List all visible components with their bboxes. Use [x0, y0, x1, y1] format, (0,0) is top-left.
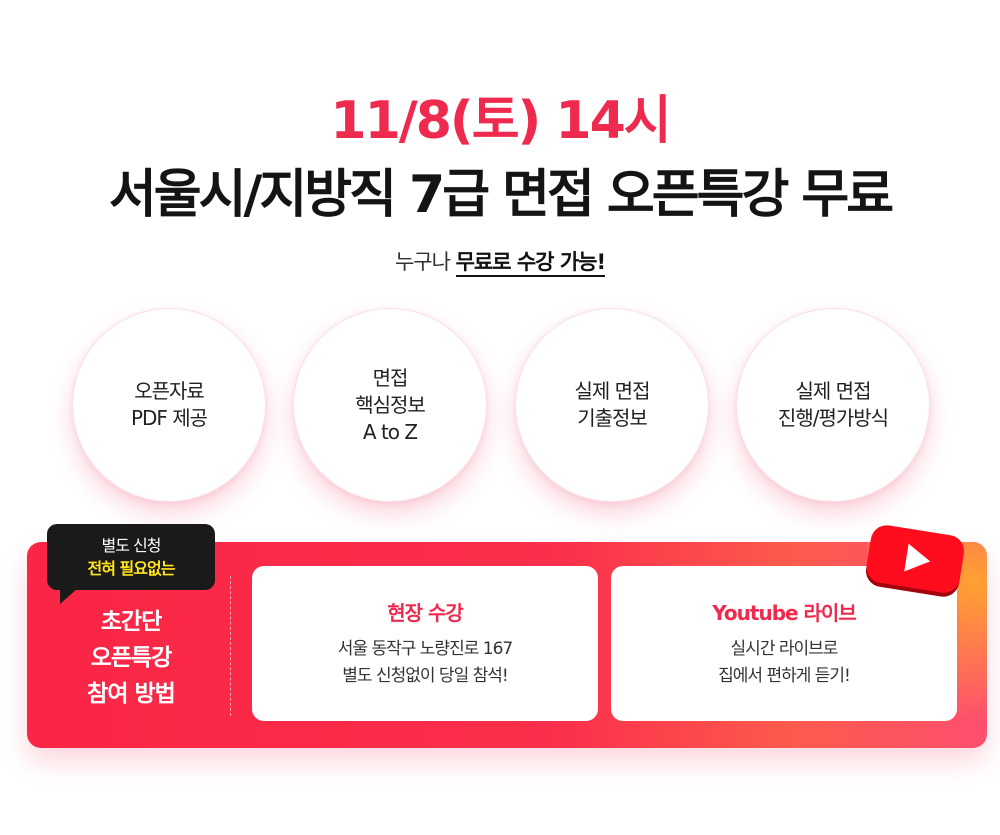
bubble-line-1: 별도 신청 [101, 536, 162, 555]
card-line: 실시간 라이브로 [730, 639, 839, 659]
youtube-play-triangle [904, 543, 931, 572]
subtitle-emphasis: 무료로 수강 가능! [455, 250, 606, 277]
participation-method-heading: 초간단 오픈특강 참여 방법 [60, 604, 202, 712]
card-title: Youtube 라이브 [712, 601, 856, 625]
feature-line: PDF 제공 [130, 406, 208, 430]
method-line: 초간단 [100, 609, 162, 635]
card-line: 집에서 편하게 듣기! [718, 666, 851, 686]
event-title: 서울시/지방직 7급 면접 오픈특강 무료 [108, 165, 894, 225]
banner-divider [230, 576, 231, 716]
feature-evaluation-method: 실제 면접 진행/평가방식 [736, 308, 930, 502]
feature-line: 실제 면접 [795, 379, 872, 403]
feature-line: A to Z [362, 419, 418, 444]
bubble-tail [60, 588, 78, 604]
youtube-live-card[interactable]: Youtube 라이브 실시간 라이브로 집에서 편하게 듣기! [611, 566, 957, 721]
feature-open-materials: 오픈자료 PDF 제공 [72, 308, 266, 502]
method-line: 참여 방법 [87, 681, 176, 707]
onsite-attendance-card: 현장 수강 서울 동작구 노량진로 167 별도 신청없이 당일 참석! [252, 566, 598, 721]
bubble-line-2: 전혀 필요없는 [87, 559, 176, 578]
feature-line: 진행/평가방식 [777, 406, 889, 430]
card-title: 현장 수강 [387, 601, 464, 625]
feature-interview-core-info: 면접 핵심정보 A to Z [293, 308, 487, 502]
card-line: 별도 신청없이 당일 참석! [342, 666, 508, 686]
card-line: 서울 동작구 노량진로 167 [337, 639, 513, 659]
feature-line: 기출정보 [577, 406, 648, 430]
event-date: 11/8(토) 14시 [330, 91, 671, 151]
feature-line: 실제 면접 [574, 379, 651, 403]
subtitle: 누구나 무료로 수강 가능! [0, 246, 1000, 277]
feature-line: 핵심정보 [355, 392, 426, 417]
youtube-play-icon[interactable] [861, 521, 968, 602]
no-signup-bubble: 별도 신청 전혀 필요없는 [47, 524, 215, 590]
feature-past-questions: 실제 면접 기출정보 [515, 308, 709, 502]
feature-line: 면접 [372, 365, 409, 390]
subtitle-prefix: 누구나 [394, 250, 456, 274]
feature-line: 오픈자료 [134, 379, 205, 403]
method-line: 오픈특강 [90, 645, 173, 671]
